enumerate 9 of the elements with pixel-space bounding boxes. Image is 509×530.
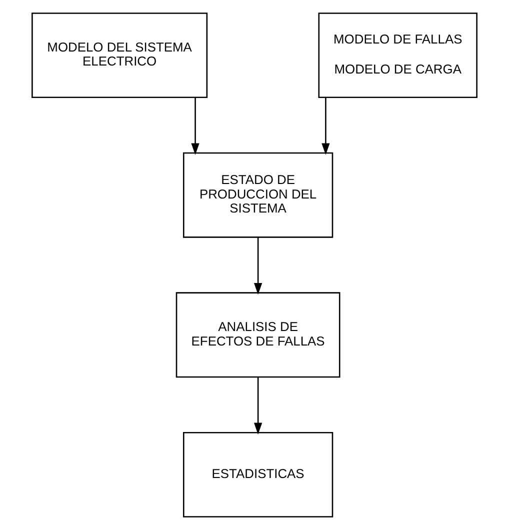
arrow	[254, 237, 262, 295]
arrow	[322, 98, 330, 155]
arrow	[191, 98, 200, 155]
node-box: ANALISIS DE EFECTOS DE FALLAS	[176, 292, 340, 378]
arrow	[254, 377, 262, 434]
node-box: MODELO DEL SISTEMA ELECTRICO	[32, 12, 208, 98]
node-box: MODELO DE FALLAS MODELO DE CARGA	[318, 12, 478, 98]
node-box: ESTADO DE PRODUCCION DEL SISTEMA	[182, 152, 334, 238]
node-box: ESTADISTICAS	[182, 432, 334, 518]
